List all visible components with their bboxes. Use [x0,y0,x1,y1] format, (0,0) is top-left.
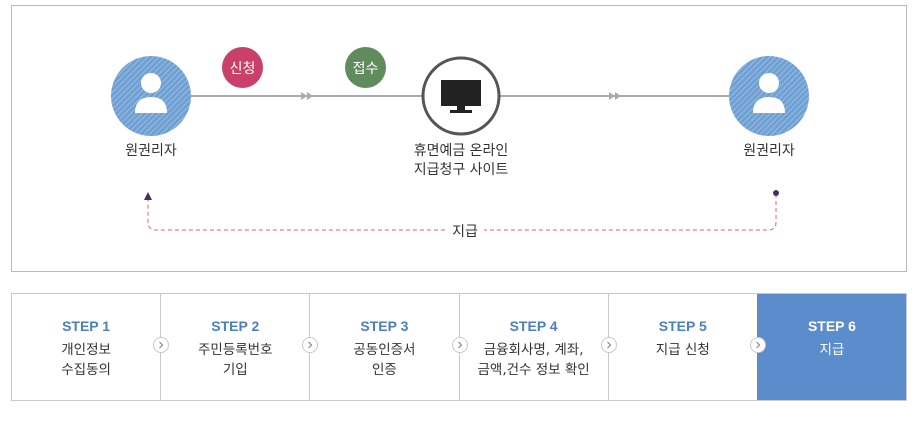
step-1[interactable]: STEP 1 개인정보 수집동의 [12,294,170,400]
double-arrow-icon [609,92,621,100]
step-2[interactable]: STEP 2 주민등록번호 기입 [160,294,319,400]
arrow-up-icon [144,192,152,200]
chevron-right-icon [600,337,617,353]
step-6[interactable]: STEP 6 지급 [756,294,907,400]
step-desc: 금융회사명, 계좌, 금액,건수 정보 확인 [477,342,590,378]
step-3[interactable]: STEP 3 공동인증서 인증 [309,294,468,400]
person-icon-right [729,56,809,136]
site-label-line2: 지급청구 사이트 [413,162,509,178]
chevron-right-icon [302,337,319,353]
step-desc: 주민등록번호 기입 [197,342,273,378]
apply-badge: 신청 [222,47,263,88]
step-title: STEP 2 [211,318,260,334]
step-title: STEP 3 [360,318,409,334]
step-4[interactable]: STEP 4 금융회사명, 계좌, 금액,건수 정보 확인 [458,294,617,400]
applicant-label-right: 원권리자 [743,143,795,159]
monitor-icon [421,56,501,136]
step-desc: 공동인증서 인증 [353,342,416,378]
step-5[interactable]: STEP 5 지급 신청 [607,294,766,400]
chevron-right-icon [749,337,766,353]
step-desc: 지급 [819,342,845,358]
person-icon-left [111,56,191,136]
site-label-line1: 휴면예금 온라인 [413,143,509,159]
site-label: 휴면예금 온라인 지급청구 사이트 [396,142,526,180]
double-arrow-icon [301,92,313,100]
step-title: STEP 6 [807,318,856,334]
step-title: STEP 5 [658,318,707,334]
step-desc: 개인정보 수집동의 [61,342,111,378]
step-title: STEP 4 [509,318,558,334]
chevron-right-icon [451,337,468,353]
applicant-label-left: 원권리자 [125,143,177,159]
payment-label: 지급 [446,223,484,241]
chevron-right-icon [153,337,170,353]
receive-badge: 접수 [345,47,386,88]
dot-marker [773,190,779,196]
step-bar: STEP 1 개인정보 수집동의 STEP 2 주민등록번호 기입 STEP 3… [11,293,907,401]
step-title: STEP 1 [62,318,111,334]
step-desc: 지급 신청 [655,342,710,358]
